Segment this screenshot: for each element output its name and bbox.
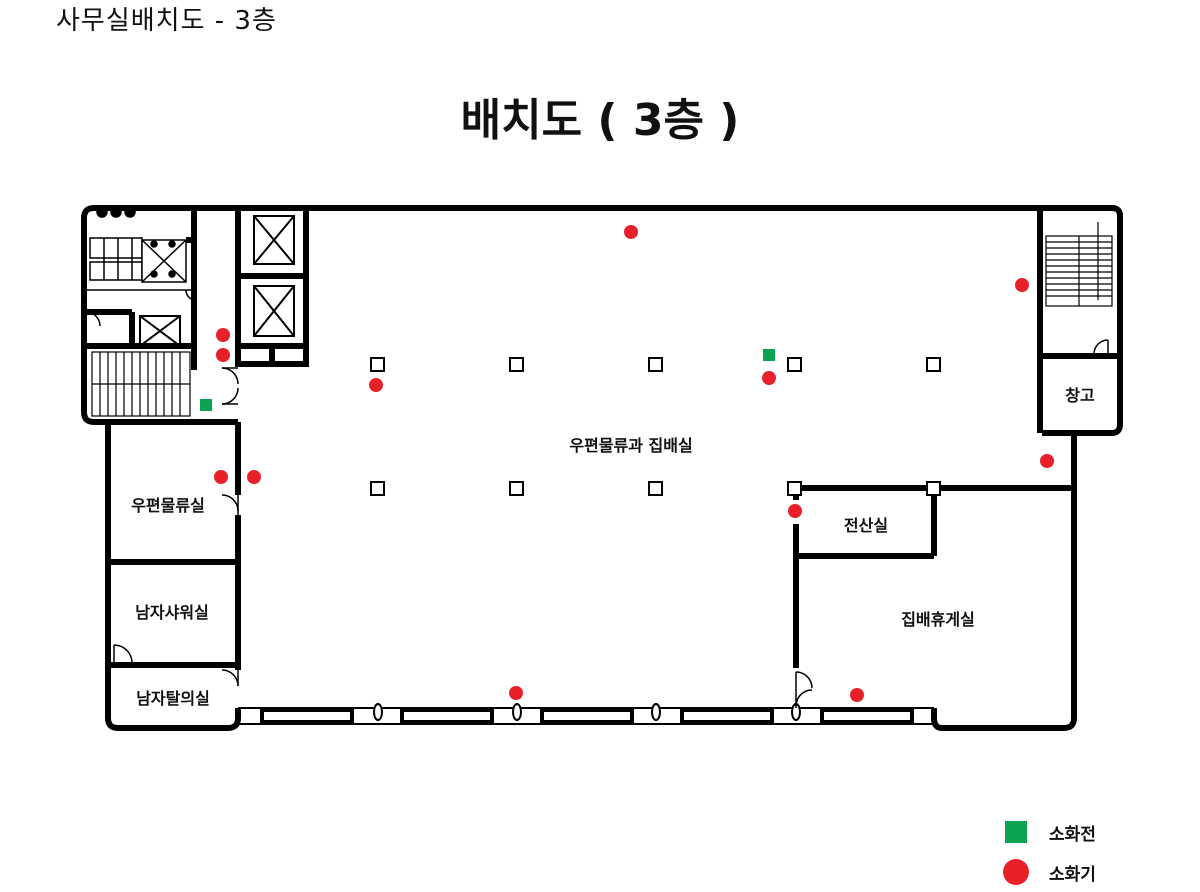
room-label-main-hall: 우편물류과 집배실 bbox=[569, 436, 692, 455]
bottom-wall-line bbox=[238, 707, 934, 725]
extinguisher-marker bbox=[788, 504, 802, 518]
extinguisher-marker bbox=[762, 371, 776, 385]
plan-title: 배치도 ( 3층 ) bbox=[460, 95, 740, 146]
extinguisher-marker bbox=[624, 225, 638, 239]
column-icons bbox=[370, 357, 941, 496]
extinguisher-markers bbox=[214, 225, 1054, 702]
legend: 소화전 소화기 bbox=[1003, 812, 1096, 892]
legend-label: 소화기 bbox=[1049, 864, 1096, 885]
interior-walls bbox=[84, 208, 1120, 668]
hydrant-marker bbox=[763, 349, 775, 361]
extinguisher-marker bbox=[247, 470, 261, 484]
extinguisher-marker bbox=[216, 328, 230, 342]
extinguisher-marker bbox=[1015, 278, 1029, 292]
stairs-right bbox=[1045, 222, 1113, 307]
extinguisher-marker bbox=[509, 686, 523, 700]
extinguisher-marker bbox=[216, 348, 230, 362]
legend-label: 소화전 bbox=[1049, 824, 1096, 845]
window-mullions bbox=[373, 703, 801, 721]
bottom-windows bbox=[260, 708, 914, 724]
room-label-shower: 남자샤워실 bbox=[135, 603, 209, 622]
door-icons bbox=[85, 289, 1109, 708]
elevator-icon bbox=[139, 215, 295, 347]
room-label-server-room: 전산실 bbox=[844, 516, 888, 535]
extinguisher-marker bbox=[1040, 454, 1054, 468]
hydrant-markers bbox=[200, 349, 775, 411]
hydrant-marker bbox=[200, 399, 212, 411]
extinguisher-marker bbox=[214, 470, 228, 484]
room-label-mail-room: 우편물류실 bbox=[131, 496, 205, 515]
page-header: 사무실배치도 - 3층 bbox=[56, 6, 277, 36]
legend-item-extinguisher: 소화기 bbox=[1003, 852, 1096, 892]
room-label-locker: 남자탈의실 bbox=[136, 689, 210, 708]
room-label-storage: 창고 bbox=[1065, 386, 1095, 405]
restroom-fixtures bbox=[84, 206, 194, 291]
extinguisher-marker bbox=[369, 378, 383, 392]
room-label-lounge: 집배휴게실 bbox=[901, 610, 975, 629]
extinguisher-swatch-icon bbox=[1003, 859, 1029, 885]
extinguisher-marker bbox=[850, 688, 864, 702]
stairs-left bbox=[91, 351, 191, 417]
legend-item-hydrant: 소화전 bbox=[1003, 812, 1096, 852]
hydrant-swatch-icon bbox=[1005, 821, 1027, 843]
